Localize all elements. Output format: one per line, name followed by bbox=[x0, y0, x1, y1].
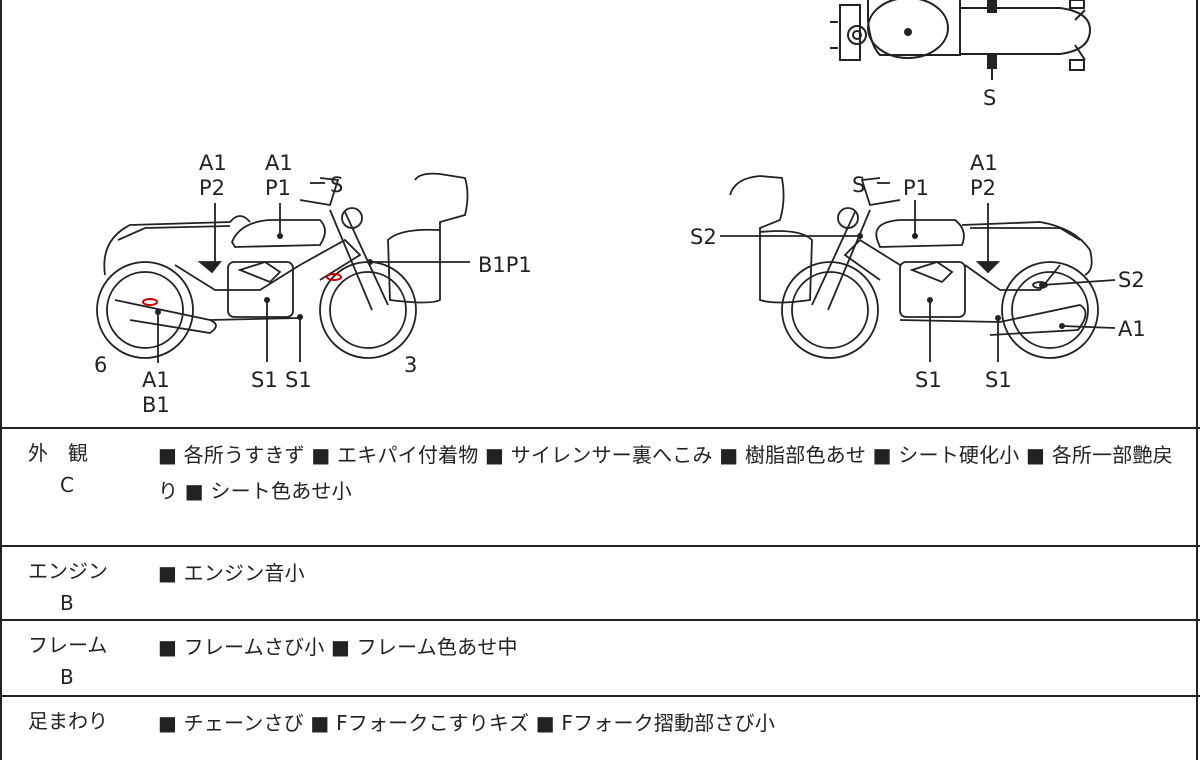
row-items-suspension: ■ チェーンさび ■ Fフォークこすりキズ ■ Fフォーク摺動部さび小 bbox=[158, 711, 776, 735]
label-left-b1p1: B1P1 bbox=[478, 253, 532, 277]
row-grade: B bbox=[60, 591, 74, 615]
label-left-a1-tank: A1 bbox=[199, 151, 227, 175]
row-items-exterior: ■ 各所うすきず ■ エキパイ付着物 ■ サイレンサー裏へこみ ■ 樹脂部色あせ… bbox=[158, 443, 1173, 503]
left-side-motorcycle bbox=[96, 172, 470, 363]
label-left-s1-engine: S1 bbox=[251, 368, 278, 392]
row-label-frame: フレーム B bbox=[28, 629, 138, 693]
row-grade: B bbox=[60, 665, 74, 689]
table-row-frame: フレーム B ■ フレームさび小 ■ フレーム色あせ中 bbox=[0, 619, 1200, 695]
row-items-engine: ■ エンジン音小 bbox=[158, 561, 305, 585]
top-view-motorcycle bbox=[830, 0, 1092, 80]
label-left-b1-rear: B1 bbox=[142, 393, 170, 417]
label-left-a1-rear: A1 bbox=[142, 368, 170, 392]
label-left-a1-side: A1 bbox=[265, 151, 293, 175]
label-right-s2-rear: S2 bbox=[1118, 268, 1145, 292]
label-left-p1-side: P1 bbox=[265, 176, 291, 200]
row-label-text: フレーム bbox=[28, 633, 108, 657]
motorcycle-damage-diagram: S bbox=[94, 0, 1146, 417]
label-right-s1-engine: S1 bbox=[915, 368, 942, 392]
label-right-p2-side: P2 bbox=[970, 176, 996, 200]
table-row-suspension: 足まわり ■ チェーンさび ■ Fフォークこすりキズ ■ Fフォーク摺動部さび小 bbox=[0, 695, 1200, 755]
label-left-six: 6 bbox=[94, 353, 107, 377]
right-side-motorcycle bbox=[720, 175, 1116, 362]
label-left-p2-tank: P2 bbox=[199, 176, 225, 200]
label-right-s1-exhaust: S1 bbox=[985, 368, 1012, 392]
label-left-s1-exhaust: S1 bbox=[285, 368, 312, 392]
label-right-s2-front: S2 bbox=[690, 225, 717, 249]
label-right-a1-muffler: A1 bbox=[1118, 317, 1146, 341]
left-view-markers bbox=[155, 233, 373, 320]
condition-table: 外 観 C ■ 各所うすきず ■ エキパイ付着物 ■ サイレンサー裏へこみ ■ … bbox=[0, 427, 1200, 755]
right-view-markers bbox=[857, 233, 1065, 329]
table-row-engine: エンジン B ■ エンジン音小 bbox=[0, 545, 1200, 619]
row-grade: C bbox=[60, 473, 74, 497]
row-label-engine: エンジン B bbox=[28, 555, 138, 619]
row-items-frame: ■ フレームさび小 ■ フレーム色あせ中 bbox=[158, 635, 518, 659]
label-left-s-mirror: S bbox=[330, 173, 343, 197]
table-row-exterior: 外 観 C ■ 各所うすきず ■ エキパイ付着物 ■ サイレンサー裏へこみ ■ … bbox=[0, 427, 1200, 545]
row-label-text: 足まわり bbox=[28, 709, 108, 733]
label-right-p1-tank: P1 bbox=[903, 176, 929, 200]
row-label-text: 外 観 bbox=[28, 441, 88, 465]
label-right-s-mirror: S bbox=[852, 173, 865, 197]
row-label-exterior: 外 観 C bbox=[28, 437, 138, 501]
label-top-s: S bbox=[983, 86, 996, 110]
label-right-a1-side: A1 bbox=[970, 151, 998, 175]
row-label-text: エンジン bbox=[28, 559, 108, 583]
row-label-suspension: 足まわり bbox=[28, 705, 138, 737]
label-left-three: 3 bbox=[404, 353, 417, 377]
